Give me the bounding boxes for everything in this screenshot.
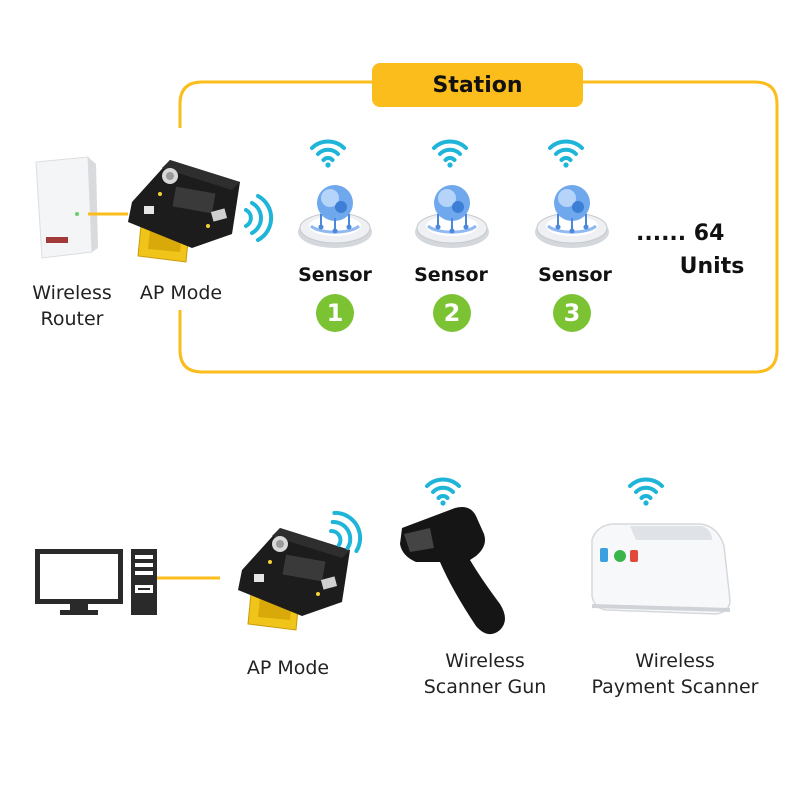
router-icon xyxy=(35,156,98,259)
router-label-line1: Wireless xyxy=(32,282,112,304)
scanner-gun-label-line1: Wireless xyxy=(445,650,525,672)
station-frame xyxy=(178,80,779,374)
sensor-label: Sensor xyxy=(414,264,488,286)
router-label-line2: Router xyxy=(40,308,104,330)
more-units-label: Units xyxy=(679,254,745,279)
wifi-icon xyxy=(628,477,664,508)
scanner-gun-label: Wireless Scanner Gun xyxy=(410,648,560,700)
sensor-icon xyxy=(413,183,491,250)
sensor-number-badge: 1 xyxy=(316,294,354,332)
sensor-label: Sensor xyxy=(538,264,612,286)
sensor-number-badge: 3 xyxy=(553,294,591,332)
top-module-label: AP Mode xyxy=(139,282,223,304)
wifi-icon xyxy=(432,139,468,170)
router-label: Wireless Router xyxy=(22,280,122,332)
payment-scanner-label: Wireless Payment Scanner xyxy=(580,648,770,700)
scanner-gun-icon xyxy=(400,507,505,635)
wifi-icon xyxy=(310,139,346,170)
more-units-count: ...... 64 xyxy=(636,221,725,246)
sensor-label: Sensor xyxy=(298,264,372,286)
wifi-module-icon xyxy=(127,159,241,263)
payment-scanner-label-line1: Wireless xyxy=(635,650,715,672)
computer-icon xyxy=(35,549,157,615)
wifi-module-icon xyxy=(237,527,351,631)
wifi-icon xyxy=(244,194,274,242)
sensor-icon xyxy=(296,183,374,250)
bottom-module-label: AP Mode xyxy=(246,657,330,679)
payment-scanner-icon xyxy=(591,523,731,615)
scanner-gun-label-line2: Scanner Gun xyxy=(423,676,547,698)
sensor-number-badge: 2 xyxy=(433,294,471,332)
payment-scanner-label-line2: Payment Scanner xyxy=(591,676,759,698)
sensor-icon xyxy=(533,183,611,250)
wifi-icon xyxy=(548,139,584,170)
wifi-icon xyxy=(425,477,461,508)
station-title: Station xyxy=(372,63,583,107)
